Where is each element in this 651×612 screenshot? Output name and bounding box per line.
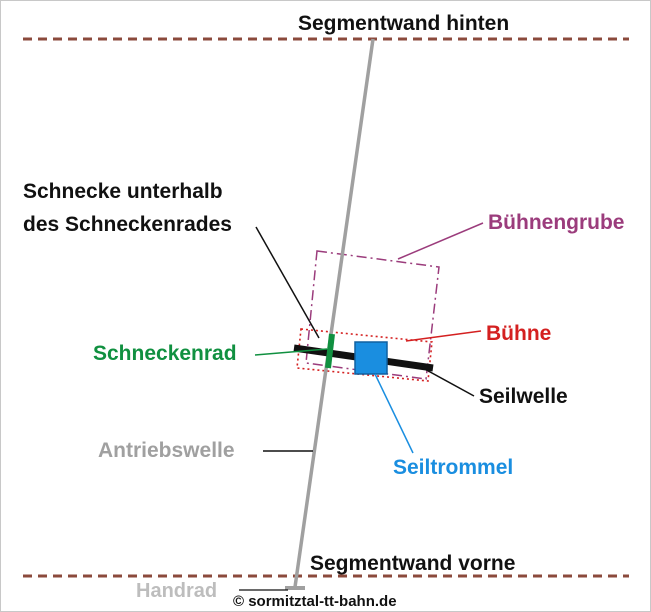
copyright-label: © sormitztal-tt-bahn.de — [233, 593, 397, 610]
worm-wheel-label: Schneckenrad — [93, 342, 237, 365]
leader-worm-wheel — [254, 348, 328, 356]
handwheel-label: Handrad — [136, 580, 217, 602]
leader-rope-shaft — [420, 366, 475, 397]
rope-drum-label: Seiltrommel — [393, 456, 513, 479]
worm-below-label-line2: des Schneckenrades — [23, 213, 232, 236]
leader-pit — [397, 222, 484, 260]
rope-drum — [354, 341, 388, 375]
drive-shaft-label: Antriebswelle — [98, 439, 235, 462]
pit-label: Bühnengrube — [488, 211, 625, 234]
worm-below-label-line1: Schnecke unterhalb — [23, 180, 223, 203]
platform-outline — [296, 328, 433, 382]
worm-wheel-mark — [325, 333, 335, 369]
pit-outline — [305, 250, 440, 380]
platform-label: Bühne — [486, 322, 551, 345]
leader-platform — [405, 330, 482, 342]
wall-back-label: Segmentwand hinten — [298, 12, 509, 35]
drive-shaft — [293, 38, 375, 588]
rope-shaft-label: Seilwelle — [479, 385, 568, 408]
wall-front-label: Segmentwand vorne — [310, 552, 515, 575]
leader-rope-drum — [374, 373, 414, 454]
leader-worm-below — [255, 226, 320, 339]
